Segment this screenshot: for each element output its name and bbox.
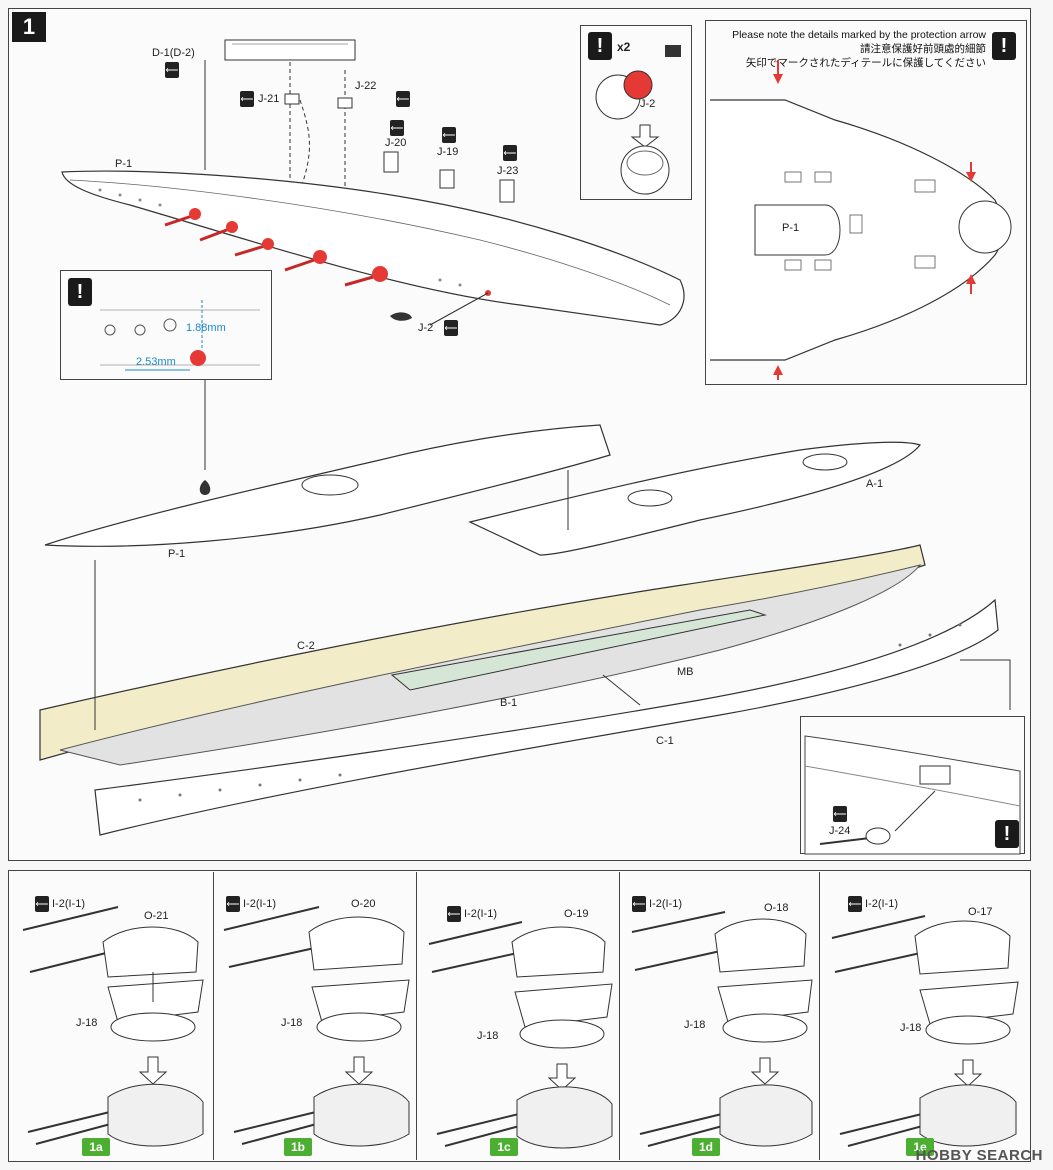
sprue-icon-j2: ⟵ [444, 320, 458, 336]
base-label: J-18 [76, 1017, 98, 1029]
label-j21: J-21 [258, 93, 280, 105]
deck-plan-drawing [710, 60, 1012, 380]
base-label: J-18 [281, 1017, 303, 1029]
gun-label: I-2(I-1) [243, 898, 276, 910]
turret-label: O-19 [564, 908, 589, 920]
j2-quantity: x2 [617, 40, 631, 54]
turret-label: O-18 [764, 902, 789, 914]
turret-step-1e: ⟵ I-2(I-1) O-17 J-18 1e [820, 872, 1031, 1160]
label-b1: B-1 [500, 697, 518, 709]
substep-badge: 1b [284, 1138, 312, 1156]
warning-icon-inset: ! [68, 278, 92, 306]
label-c2: C-2 [297, 640, 315, 652]
sprue-icon-j21: ⟵ [240, 91, 254, 107]
warning-icon-j2: ! [588, 32, 612, 60]
detail-inset [60, 270, 272, 380]
sprue-icon-j20: ⟵ [390, 120, 404, 136]
label-a1: A-1 [866, 478, 884, 490]
turret-label: O-20 [351, 898, 376, 910]
turret-step-1d: ⟵ I-2(I-1) O-18 J-18 1d [620, 872, 820, 1160]
substep-badge: 1e [906, 1138, 934, 1156]
gun-label: I-2(I-1) [52, 898, 85, 910]
label-mb: MB [677, 666, 694, 678]
label-j22: J-22 [355, 80, 377, 92]
gun-label: I-2(I-1) [464, 908, 497, 920]
label-j20: J-20 [385, 137, 407, 149]
label-deck-p1: P-1 [782, 222, 800, 234]
warning-icon-protection: ! [992, 32, 1016, 60]
sprue-icon-d1: ⟵ [165, 62, 179, 78]
sprue-icon: ⟵ [35, 896, 49, 912]
label-p1-top: P-1 [115, 158, 133, 170]
turret-step-1a: ⟵ I-2(I-1) O-21 J-18 1a [8, 872, 214, 1160]
step-number-badge: 1 [12, 12, 46, 42]
j2-part-drawing [595, 45, 681, 195]
detail-inset-drawing [100, 300, 260, 371]
base-label: J-18 [684, 1019, 706, 1031]
label-d1: D-1(D-2) [152, 47, 195, 59]
sprue-icon-j19: ⟵ [442, 127, 456, 143]
warning-icon-j24: ! [995, 820, 1019, 848]
protection-note-jp: 矢印でマークされたディテールに保護してください [745, 57, 986, 69]
protection-note: Please note the details marked by the pr… [708, 28, 986, 70]
turret-step-1b: ⟵ I-2(I-1) O-20 J-18 1b [214, 872, 417, 1160]
label-c1: C-1 [656, 735, 674, 747]
turret-label: O-17 [968, 906, 993, 918]
turret-assembly-drawing [831, 915, 1019, 1147]
sprue-icon-j23: ⟵ [503, 145, 517, 161]
sprue-icon: ⟵ [226, 896, 240, 912]
substep-badge: 1a [82, 1138, 110, 1156]
label-j19: J-19 [437, 146, 459, 158]
base-label: J-18 [900, 1022, 922, 1034]
turret-step-1c: ⟵ I-2(I-1) O-19 J-18 1c [417, 872, 620, 1160]
watermark: HOBBY SEARCH [915, 1147, 1043, 1164]
sprue-icon: ⟵ [447, 906, 461, 922]
label-j2-callout: J-2 [640, 98, 656, 110]
turret-assembly-drawing [22, 906, 204, 1147]
j24-inset-drawing [804, 735, 1021, 855]
dimension-horizontal: 2.53mm [136, 356, 176, 368]
turret-label: O-21 [144, 910, 169, 922]
gun-label: I-2(I-1) [865, 898, 898, 910]
base-label: J-18 [477, 1030, 499, 1042]
label-j24: J-24 [829, 825, 851, 837]
substep-badge: 1d [692, 1138, 720, 1156]
protection-note-en: Please note the details marked by the pr… [732, 29, 986, 41]
label-j2-bottom: J-2 [418, 322, 434, 334]
protection-note-zh: 請注意保護好前頭處的細節 [860, 43, 986, 55]
sprue-icon: ⟵ [848, 896, 862, 912]
sprue-icon-j24: ⟵ [833, 806, 847, 822]
gun-label: I-2(I-1) [649, 898, 682, 910]
main-hull-drawing [39, 424, 1011, 836]
sprue-icon: ⟵ [632, 896, 646, 912]
sprue-icon-j22: ⟵ [396, 91, 410, 107]
turret-assembly-drawing [428, 921, 613, 1149]
turret-assembly-drawing [223, 906, 410, 1147]
label-p1-main: P-1 [168, 548, 186, 560]
dimension-vertical: 1.88mm [186, 322, 226, 334]
turret-assembly-drawing [631, 911, 813, 1147]
substep-badge: 1c [490, 1138, 518, 1156]
hull-upper-part-drawing [61, 39, 685, 470]
label-j23: J-23 [497, 165, 519, 177]
